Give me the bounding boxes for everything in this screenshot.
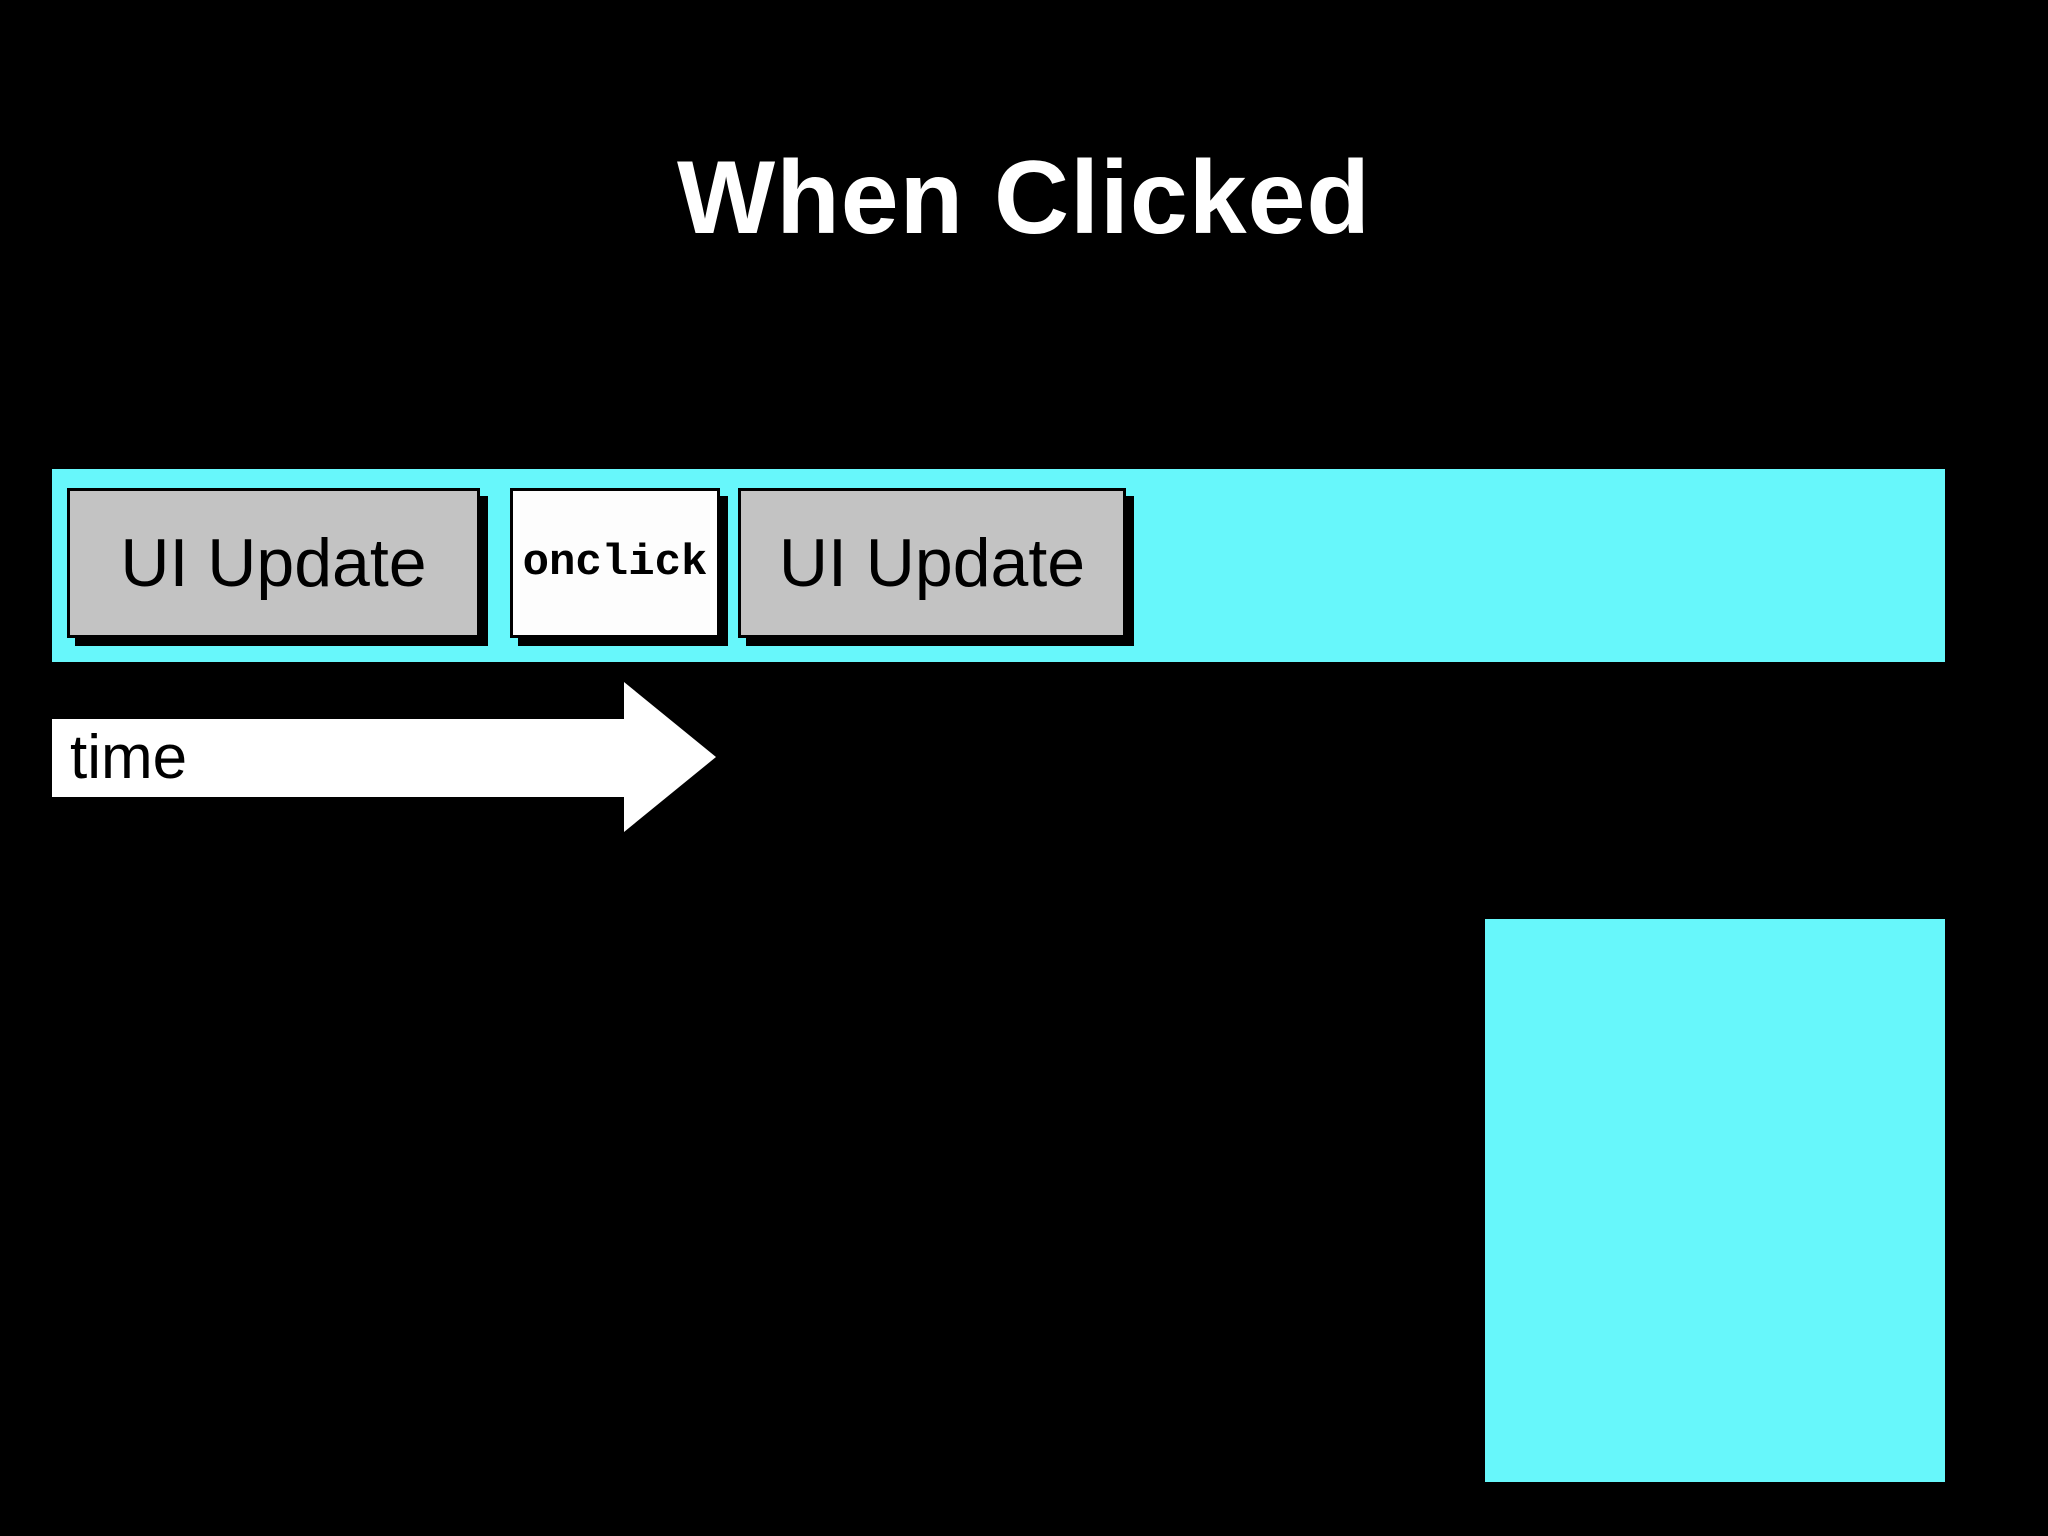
segment-onclick-handler: onclick: [510, 488, 720, 638]
time-arrow-shaft: time: [52, 719, 624, 797]
time-axis-label: time: [70, 723, 188, 792]
segment-ui-update-1: UI Update: [67, 488, 480, 638]
segment-onclick-label: onclick: [522, 538, 708, 588]
page-title: When Clicked: [677, 140, 1371, 256]
segment-ui-update-2: UI Update: [738, 488, 1126, 638]
cyan-block-bottom-right: [1485, 919, 1945, 1482]
right-arrow-icon: [624, 682, 716, 832]
segment-ui-update-2-label: UI Update: [778, 525, 1086, 601]
event-loop-timeline-bar: UI Update onclick UI Update: [52, 469, 1945, 662]
segment-ui-update-1-label: UI Update: [120, 525, 427, 601]
